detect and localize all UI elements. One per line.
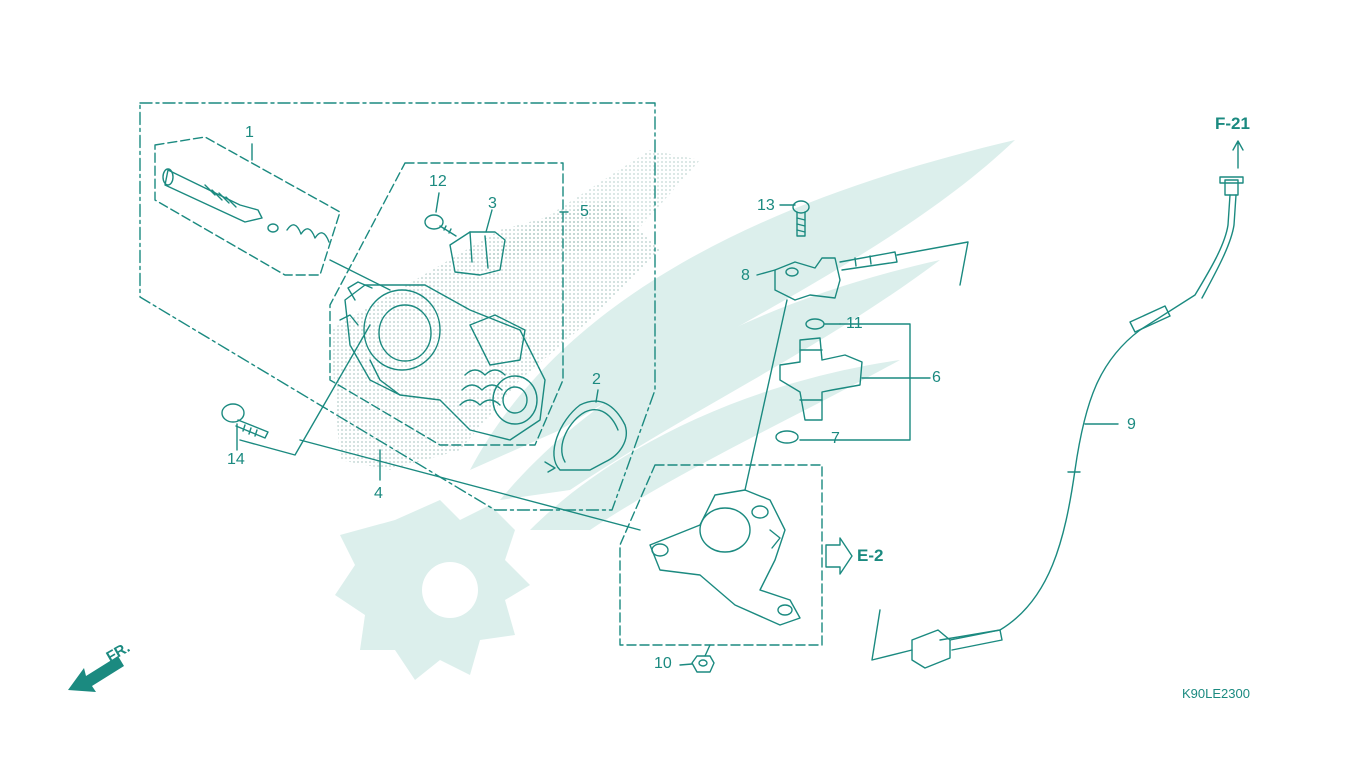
o-ring	[805, 318, 825, 330]
flange-nut	[691, 655, 715, 673]
callout-12: 12	[429, 173, 447, 190]
callout-14: 14	[227, 451, 245, 468]
bolt	[221, 403, 269, 439]
intake-joint	[649, 489, 801, 626]
callout-5: 5	[580, 203, 589, 220]
hose-band	[544, 400, 627, 473]
sensor-clip	[449, 231, 506, 276]
callout-11: 11	[846, 315, 863, 332]
callout-2: 2	[592, 371, 601, 388]
leader-lines	[236, 143, 1119, 666]
throttle-body	[339, 281, 546, 441]
callout-6: 6	[932, 369, 941, 386]
idle-air-valve	[162, 168, 330, 243]
callout-3: 3	[488, 195, 497, 212]
reference-e2[interactable]: E-2	[857, 546, 884, 565]
mounting-bolt	[792, 200, 810, 237]
callout-7: 7	[831, 430, 840, 447]
intake-joint-boundary	[619, 464, 823, 646]
small-screw	[424, 214, 457, 237]
callout-13: 13	[757, 197, 775, 214]
assembly-boundary	[139, 102, 656, 511]
fuel-joint	[774, 251, 898, 301]
callout-10: 10	[654, 655, 672, 672]
injector-seal	[775, 430, 799, 444]
fuel-injector	[779, 337, 863, 421]
reference-f21[interactable]: F-21	[1215, 114, 1250, 133]
callout-4: 4	[374, 485, 383, 502]
throttle-body-boundary	[329, 162, 564, 446]
part1-boundary	[154, 136, 341, 276]
diagram-code: K90LE2300	[1182, 686, 1250, 701]
callout-1: 1	[245, 124, 254, 141]
front-arrow-icon	[68, 656, 124, 692]
reference-arrow-icon	[825, 537, 853, 575]
callout-8: 8	[741, 267, 750, 284]
up-arrow-icon	[1232, 140, 1244, 169]
wire-harness	[911, 176, 1244, 669]
dot-shading	[330, 150, 700, 470]
honda-wing-watermark	[335, 140, 1015, 680]
callout-9: 9	[1127, 416, 1136, 433]
